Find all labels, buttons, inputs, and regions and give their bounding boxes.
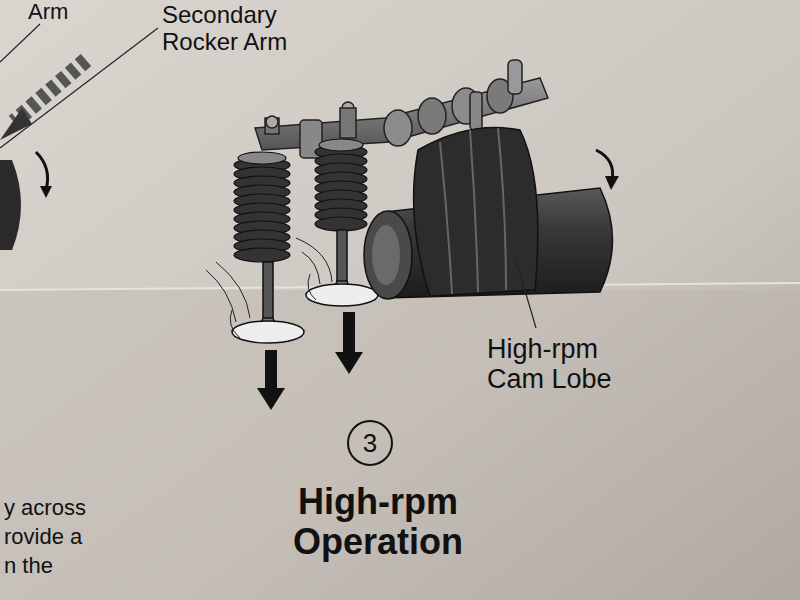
left-arrow [0, 60, 86, 140]
part-name: Secondary Rocker Arm [162, 2, 332, 56]
body-text: rovide a [4, 525, 124, 550]
step-title: High-rpm Operation [248, 482, 508, 563]
leader-line [0, 24, 40, 62]
step-number-circle: 3 [347, 420, 393, 466]
valve-spring [234, 152, 290, 262]
part-name: Arm [28, 0, 108, 25]
callout-number: 3 [363, 430, 377, 456]
left-camshaft [0, 152, 52, 250]
body-text: n the [4, 554, 124, 579]
leader-line [516, 260, 536, 328]
valve [232, 230, 378, 343]
camshaft [364, 128, 613, 300]
part-name: High-rpm Cam Lobe [487, 334, 647, 394]
valve-spring [315, 139, 367, 231]
paper-fold [0, 290, 800, 600]
body-text: y across [4, 496, 124, 521]
motion-arrow [257, 312, 363, 410]
rotation-arrow [596, 150, 619, 190]
intake-flow [206, 238, 332, 338]
leader-line [0, 28, 158, 148]
